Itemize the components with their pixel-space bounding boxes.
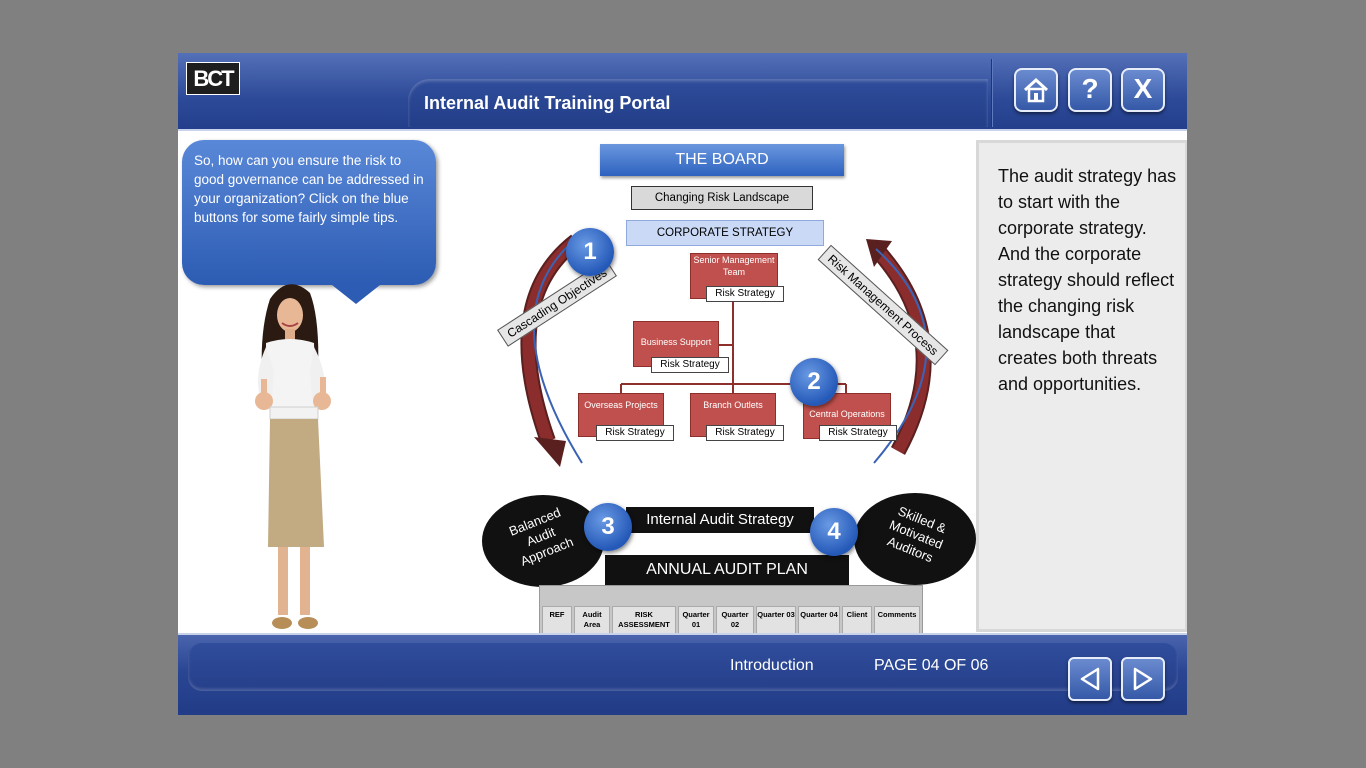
board-box: THE BOARD	[600, 144, 844, 176]
tip-button-1[interactable]: 1	[566, 228, 614, 276]
info-text: The audit strategy has to start with the…	[998, 166, 1177, 394]
risk-strategy-tag: Risk Strategy	[706, 425, 784, 441]
annual-audit-plan-bar: ANNUAL AUDIT PLAN	[605, 555, 849, 585]
close-icon: X	[1133, 73, 1153, 104]
prev-arrow-icon	[1080, 667, 1100, 691]
home-button[interactable]	[1014, 68, 1058, 112]
audit-strategy-diagram: THE BOARD Changing Risk Landscape CORPOR…	[478, 141, 978, 675]
footer	[178, 633, 1187, 715]
risk-strategy-tag: Risk Strategy	[706, 286, 784, 302]
previous-button[interactable]	[1068, 657, 1112, 701]
title-bar	[408, 79, 988, 127]
balanced-audit-label: Balanced Audit Approach	[506, 504, 576, 569]
tip-button-3[interactable]: 3	[584, 503, 632, 551]
info-panel	[976, 140, 1187, 632]
central-operations-label: Central Operations	[809, 409, 885, 419]
bct-logo: BCT	[186, 62, 240, 95]
risk-strategy-tag: Risk Strategy	[819, 425, 897, 441]
speech-bubble	[182, 140, 436, 285]
internal-audit-strategy-bar: Internal Audit Strategy	[626, 507, 814, 533]
next-arrow-icon	[1133, 667, 1153, 691]
speech-bubble-tail	[332, 285, 380, 304]
portal-title: Internal Audit Training Portal	[424, 93, 671, 113]
home-icon	[1023, 77, 1049, 103]
course-window: BCT Internal Audit Training Portal ? X S…	[178, 53, 1187, 715]
overseas-projects-label: Overseas Projects	[584, 400, 658, 410]
risk-strategy-tag: Risk Strategy	[651, 357, 729, 373]
help-button[interactable]: ?	[1068, 68, 1112, 112]
risk-strategy-tag: Risk Strategy	[596, 425, 674, 441]
bubble-text: So, how can you ensure the risk to good …	[194, 153, 424, 225]
senior-management-label: Senior Management Team	[693, 255, 775, 277]
help-icon: ?	[1081, 73, 1099, 104]
changing-risk-box: Changing Risk Landscape	[631, 186, 813, 210]
close-button[interactable]: X	[1121, 68, 1165, 112]
section-name: Introduction	[730, 657, 814, 674]
footer-bar	[188, 643, 1178, 691]
page-indicator: PAGE 04 OF 06	[874, 657, 989, 674]
skilled-auditors-label: Skilled & Motivated Auditors	[885, 503, 949, 566]
skilled-auditors-ellipse: Skilled & Motivated Auditors	[854, 493, 976, 585]
balanced-audit-ellipse: Balanced Audit Approach	[482, 495, 604, 587]
next-button[interactable]	[1121, 657, 1165, 701]
tip-button-2[interactable]: 2	[790, 358, 838, 406]
business-support-label: Business Support	[640, 337, 712, 347]
branch-outlets-label: Branch Outlets	[703, 400, 763, 410]
header-divider	[991, 59, 993, 127]
header: BCT Internal Audit Training Portal ? X	[178, 53, 1187, 131]
tip-button-4[interactable]: 4	[810, 508, 858, 556]
corporate-strategy-box: CORPORATE STRATEGY	[626, 220, 824, 246]
presenter-image	[255, 284, 331, 629]
